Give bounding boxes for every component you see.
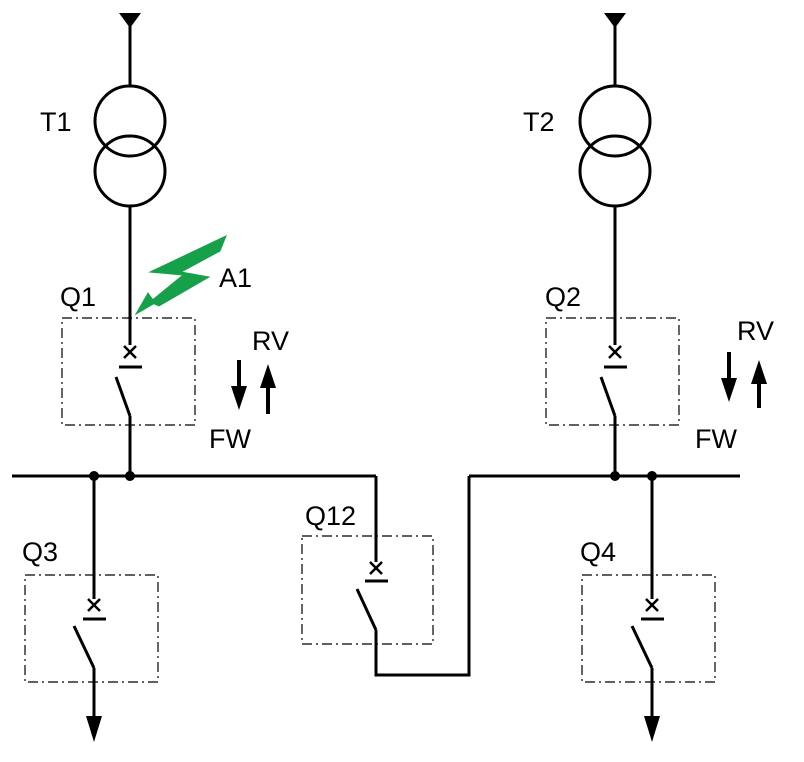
breaker-q4-label: Q4 — [580, 537, 616, 567]
breaker-q2-trip-mark — [608, 345, 622, 359]
breaker-q1-trip-mark — [123, 345, 137, 359]
breaker-q4-contact — [630, 625, 654, 669]
breaker-q4-trip-mark — [645, 598, 659, 612]
transformer-t1: T1 — [40, 84, 167, 208]
breaker-q3-label: Q3 — [22, 537, 58, 567]
breaker-q3-contact — [72, 625, 96, 669]
arrow-down-icon — [231, 360, 247, 410]
junction-node — [125, 471, 135, 481]
transformer-t2-label: T2 — [523, 107, 555, 137]
outgoing-arrow-icon — [86, 716, 102, 742]
supply-arrow-t1 — [119, 13, 141, 86]
breaker-q2-contact — [599, 376, 617, 417]
fault-lightning-icon: A1 — [134, 235, 252, 316]
arrow-up-icon — [751, 360, 767, 408]
arrow-up-icon — [260, 364, 276, 414]
breaker-q2-box — [545, 317, 680, 426]
breaker-q3-box — [24, 574, 159, 683]
transformer-t2: T2 — [523, 84, 652, 208]
breaker-q2-label: Q2 — [545, 282, 581, 312]
arrow-down-icon — [721, 352, 737, 402]
forward-label-right: FW — [695, 424, 737, 454]
breaker-q12-box — [301, 535, 434, 645]
junction-node — [610, 471, 620, 481]
breaker-q12-trip-mark — [369, 561, 383, 575]
breaker-q1: Q1 — [60, 282, 196, 476]
transformer-t1-label: T1 — [40, 107, 72, 137]
breaker-q4: Q4 — [580, 476, 716, 742]
breaker-q1-label: Q1 — [60, 282, 96, 312]
breaker-q3: Q3 — [22, 476, 159, 742]
breaker-q12-label: Q12 — [305, 501, 356, 531]
fault-label: A1 — [219, 263, 252, 293]
reverse-label-left: RV — [252, 326, 289, 356]
supply-arrow-t2 — [604, 13, 626, 86]
outgoing-arrow-icon — [644, 716, 660, 742]
breaker-q12-contact — [355, 588, 378, 631]
breaker-q2: Q2 — [545, 282, 680, 476]
breaker-q3-trip-mark — [87, 598, 101, 612]
breaker-q12: Q12 — [301, 476, 471, 677]
forward-label-left: FW — [209, 424, 251, 454]
direction-indicators-right: RV FW — [695, 316, 774, 454]
reverse-label-right: RV — [737, 316, 774, 346]
breaker-q4-box — [581, 574, 716, 683]
direction-indicators-left: RV FW — [209, 326, 289, 454]
breaker-q1-contact — [114, 376, 132, 417]
